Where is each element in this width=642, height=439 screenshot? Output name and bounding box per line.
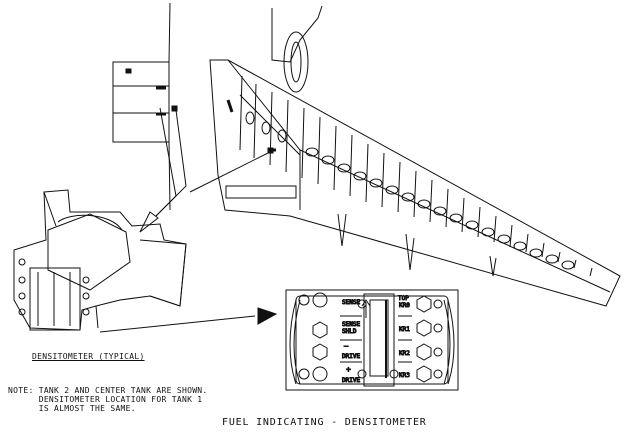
label-drive-minus: DRIVE: [342, 353, 360, 360]
wing-access-panels: [245, 111, 575, 270]
label-kr1: KR1: [399, 326, 410, 333]
label-sense-shld-2: SHLD: [342, 328, 357, 335]
figure-title: FUEL INDICATING - DENSITOMETER: [222, 417, 427, 428]
detail-arrow: [99, 307, 278, 333]
fuselage-section: [112, 2, 178, 211]
note-line-1: NOTE: TANK 2 AND CENTER TANK ARE SHOWN.: [8, 386, 208, 395]
right-terminals: [416, 295, 443, 383]
fuselage-top: [271, 5, 323, 93]
connector-detail: SENSE SENSE SHLD — DRIVE + DRIVE TOP KR0…: [285, 289, 459, 391]
densitometer-location-marker: [267, 147, 274, 154]
flap-fairings: [337, 213, 497, 277]
left-terminals: [298, 292, 328, 382]
densitometer-location-marker: [171, 105, 178, 112]
label-minus: —: [344, 342, 349, 350]
note-line-3: IS ALMOST THE SAME.: [8, 404, 136, 413]
label-sense: SENSE: [342, 299, 360, 306]
label-sense-shld-1: SENSE: [342, 321, 360, 328]
label-drive-plus: DRIVE: [342, 377, 360, 384]
location-leader-arrow: [139, 107, 271, 233]
label-kr0: KR0: [399, 302, 410, 309]
note-line-2: DENSITOMETER LOCATION FOR TANK 1: [8, 395, 203, 404]
densitometer-iso-view: [13, 189, 187, 331]
wing-assembly: [112, 2, 621, 307]
label-top: TOP: [398, 295, 409, 302]
label-plus: +: [346, 365, 351, 374]
wing-outline: [209, 59, 621, 307]
caption-densitometer-typical: DENSITOMETER (TYPICAL): [32, 352, 145, 361]
center-module: [357, 293, 399, 387]
label-kr3: KR3: [399, 372, 410, 379]
wing-ribs: [239, 75, 593, 277]
label-kr2: KR2: [399, 350, 410, 357]
